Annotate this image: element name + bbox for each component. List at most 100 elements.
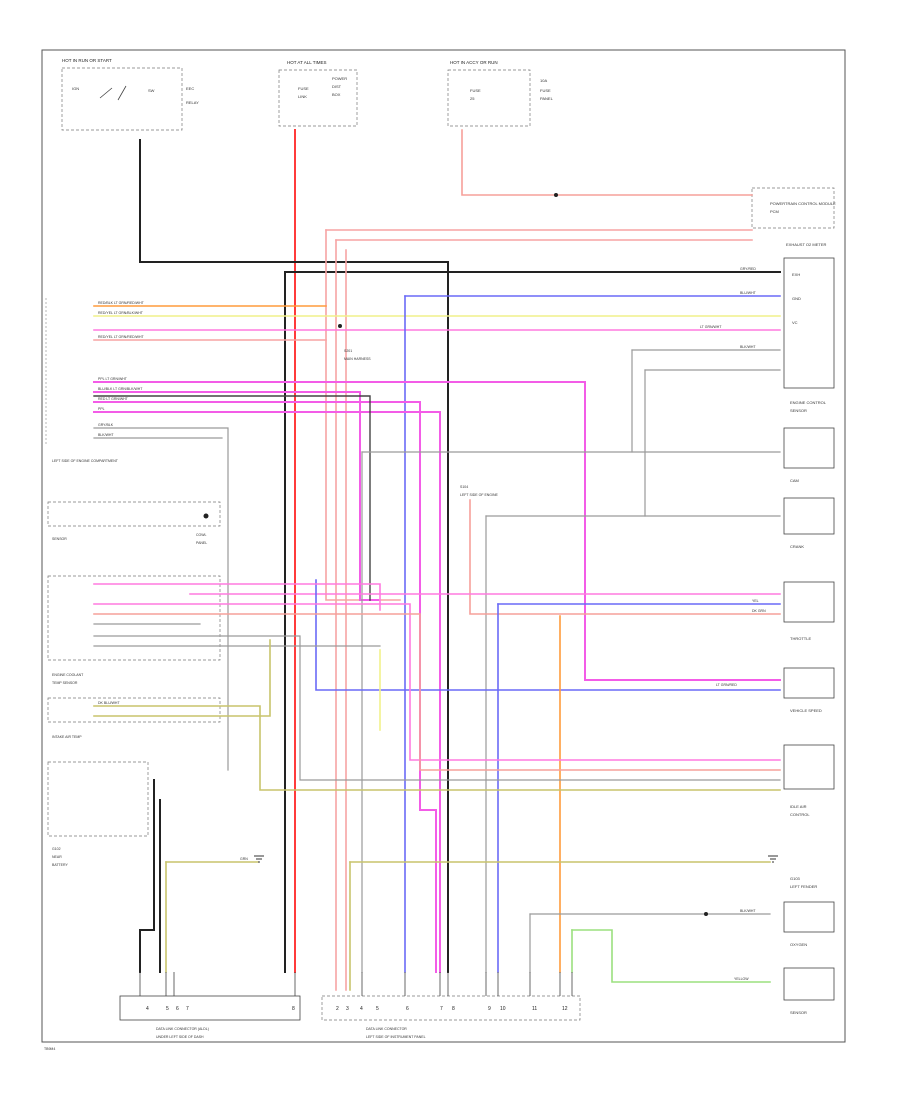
- ground-2-title: G103: [790, 876, 801, 881]
- wire-label-left-9: BLK/WHT: [98, 433, 114, 437]
- wire-magenta-4: [93, 411, 441, 973]
- pin-right-5: 7: [440, 1006, 443, 1012]
- hot-all-box: [278, 69, 358, 127]
- hot-run-label-2: EEC: [186, 86, 194, 91]
- wire-blue-loop: [315, 579, 781, 691]
- sensor-row-label-2: INTAKE AIR TEMP: [52, 735, 82, 739]
- data-link-connector-left: DATA LINK CONNECTOR (ALDL) UNDER LEFT SI…: [119, 995, 301, 1039]
- hot-all-label-3: DIST: [332, 84, 342, 89]
- left-groups: LEFT SIDE OF ENGINE COMPARTMENT SENSOR C…: [45, 298, 221, 867]
- wire-label-left-4: PPL LT GRN/WHT: [98, 377, 128, 381]
- hot-all-label-1: LINK: [298, 94, 307, 99]
- data-link-right-title: DATA LINK CONNECTOR: [366, 1027, 407, 1031]
- hot-run-label-1: SW: [148, 88, 155, 93]
- module-label-2: CAM: [790, 478, 799, 483]
- wire-magenta-2: [93, 391, 379, 601]
- hot-run-label-0: IGN: [72, 86, 79, 91]
- wire-grey-left-a: [93, 427, 229, 771]
- ground-symbols: [254, 855, 778, 863]
- pin-left-2: 6: [176, 1006, 179, 1012]
- ground-2-label: LEFT FENDER: [790, 884, 817, 889]
- left-panel-title: LEFT SIDE OF ENGINE COMPARTMENT: [52, 459, 119, 463]
- wire-dark-left: [93, 395, 371, 601]
- wire-label-bottom-blk: BLK/WHT: [740, 909, 756, 913]
- hot-all-title: HOT AT ALL TIMES: [287, 60, 327, 65]
- splice-a-label: MAIN HARNESS: [344, 357, 371, 361]
- wire-label-left-1: RED/BLK LT GRN/RED/WHT: [98, 301, 145, 305]
- wire-black-main: [139, 139, 449, 973]
- wire-salmon-fuse: [461, 129, 753, 196]
- sensor-row-label-1: TEMP SENSOR: [52, 681, 78, 685]
- wire-label-bottom-yel: YELLOW: [734, 977, 749, 981]
- hot-in-run-component: HOT IN RUN OR START IGN SW EEC RELAY: [61, 58, 199, 131]
- pin-right-1: 3: [346, 1006, 349, 1012]
- left-panel-label-0: COWL: [196, 533, 207, 537]
- module-label-4: THROTTLE: [790, 636, 811, 641]
- left-connector-box-2: [47, 575, 221, 661]
- module-box-1: [783, 427, 835, 469]
- ground-icon-1: [768, 855, 778, 863]
- wire-label-left-10: DK BLU/WHT: [98, 701, 120, 705]
- hot-all-label-2: POWER: [332, 76, 347, 81]
- data-link-right-box: [321, 995, 581, 1021]
- module-label-8: OXYGEN: [790, 942, 807, 947]
- pin-right-2: 4: [360, 1006, 363, 1012]
- hot-all-label-0: FUSE: [298, 86, 309, 91]
- hot-accy-label-0: FUSE: [470, 88, 481, 93]
- wire-magenta-1: [93, 381, 781, 681]
- hot-accy-title: HOT IN ACCY OR RUN: [450, 60, 498, 65]
- pin-right-9: 11: [532, 1006, 537, 1012]
- module-label-6: IDLE AIR: [790, 804, 807, 809]
- wire-pink-left-2: [93, 603, 781, 761]
- data-link-left-box: [119, 995, 301, 1021]
- splice-dot-4: [203, 513, 209, 519]
- wire-pink-left-1: [93, 583, 381, 611]
- wire-olive-1: [93, 705, 781, 791]
- module-label-0: ENGINE CONTROL: [790, 400, 827, 405]
- wire-green: [571, 929, 771, 983]
- wire-label-left-7: PPL: [98, 407, 105, 411]
- meter-label-0: EXH: [792, 272, 800, 277]
- hot-run-box: [61, 67, 183, 131]
- module-box-2: [783, 497, 835, 535]
- module-label-9: SENSOR: [790, 1010, 807, 1015]
- module-box-4: [783, 667, 835, 699]
- wire-label-grn: GRN: [240, 857, 248, 861]
- splice-a-title: S201: [344, 349, 352, 353]
- wire-salmon-left-2: [93, 613, 781, 771]
- wire-label-left-8: GRY/BLK: [98, 423, 114, 427]
- wire-label-right-2: BLK/WHT: [740, 345, 756, 349]
- pin-right-6: 8: [452, 1006, 455, 1012]
- right-modules: POWERTRAIN CONTROL MODULE PCM EXHAUST O2…: [751, 187, 836, 1015]
- splice-dot-3: [704, 912, 708, 916]
- hot-accy-label-4: PANEL: [540, 96, 554, 101]
- pin-right-7: 9: [488, 1006, 491, 1012]
- hot-accy-box: [447, 69, 531, 127]
- module-box-5: [783, 744, 835, 790]
- module-label-5: VEHICLE SPEED: [790, 708, 822, 713]
- data-link-connector-right: DATA LINK CONNECTOR LEFT SIDE OF INSTRUM…: [321, 995, 581, 1039]
- wire-label-right-1: GRY/RED: [740, 267, 756, 271]
- module-label-3: CRANK: [790, 544, 804, 549]
- wire-lred-drop-a: [325, 229, 401, 601]
- module-box-3: [783, 581, 835, 623]
- pcm-label: PCM: [770, 209, 779, 214]
- relay-switch-icon: [99, 85, 127, 101]
- wire-label-left-3: RED/YEL LT GRN/RED/WHT: [98, 335, 144, 339]
- module-label-1: SENSOR: [790, 408, 807, 413]
- pin-right-10: 12: [562, 1006, 568, 1012]
- data-link-left-subtitle: UNDER LEFT SIDE OF DASH: [156, 1035, 204, 1039]
- data-link-right-subtitle: LEFT SIDE OF INSTRUMENT PANEL: [366, 1035, 426, 1039]
- wires: [93, 129, 781, 991]
- pcm-title: POWERTRAIN CONTROL MODULE: [770, 201, 836, 206]
- wire-label-texts: RED/BLK LT GRN/RED/WHT RED/YEL LT GRN/BL…: [98, 267, 766, 981]
- hot-in-accy-component: HOT IN ACCY OR RUN FUSE 25 10A FUSE PANE…: [447, 60, 554, 127]
- meter-title: EXHAUST O2 METER: [786, 242, 826, 247]
- module-label-7: CONTROL: [790, 812, 810, 817]
- left-connector-box-4: [47, 761, 149, 837]
- hot-all-label-4: BOX: [332, 92, 341, 97]
- wire-ground-left: [139, 779, 155, 973]
- hot-run-label-3: RELAY: [186, 100, 199, 105]
- sensor-row-label-0: ENGINE COOLANT: [52, 673, 84, 677]
